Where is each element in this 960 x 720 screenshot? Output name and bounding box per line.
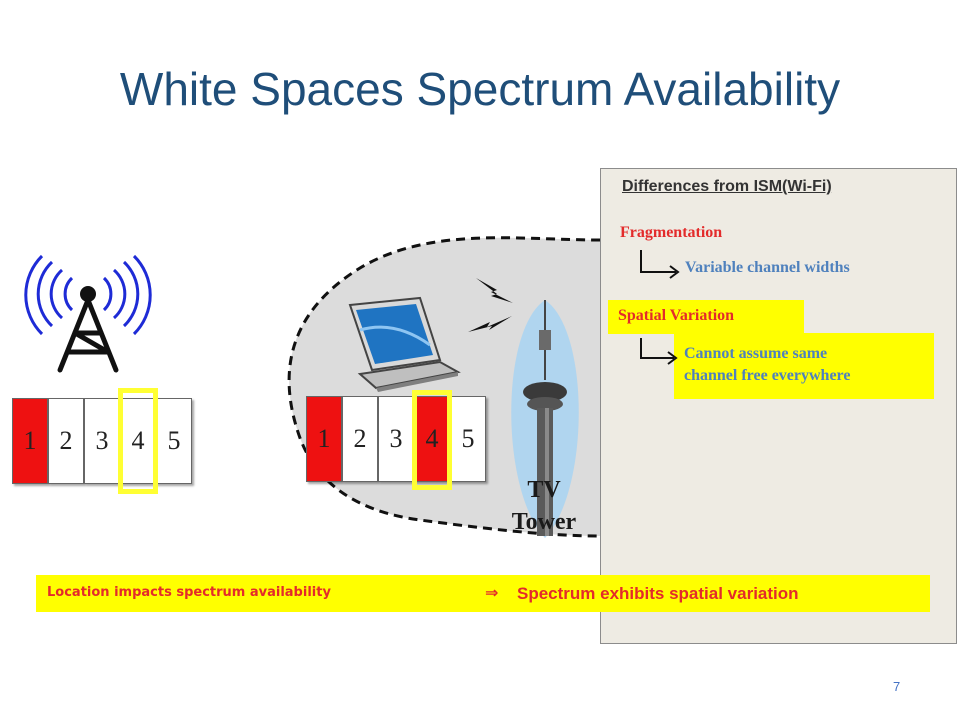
- channel-4-highlight: [118, 388, 158, 494]
- channel-4-highlight: [412, 390, 452, 490]
- slide-title: White Spaces Spectrum Availability: [119, 63, 841, 115]
- elbow-arrow-icon: [640, 338, 678, 365]
- channel-3: 3: [84, 398, 120, 484]
- channel-2: 2: [48, 398, 84, 484]
- variable-widths-label: Variable channel widths: [685, 259, 850, 276]
- panel-heading: Differences from ISM(Wi-Fi): [622, 178, 832, 195]
- tv-label-line2: Tower: [511, 509, 577, 535]
- channel-3: 3: [378, 396, 414, 482]
- coverage-boundary: [287, 236, 601, 538]
- laptop-icon: [348, 296, 461, 392]
- lightning-icon: [468, 278, 513, 332]
- tv-label-line1: TV: [527, 477, 561, 503]
- conclusion-bar: [36, 575, 930, 612]
- cannot-assume-line2: channel free everywhere: [684, 367, 851, 384]
- channel-1-occupied: 1: [306, 396, 342, 482]
- spatial-variation-label: Spatial Variation: [608, 300, 804, 334]
- spatial-variation-conclusion: Spectrum exhibits spatial variation: [517, 584, 799, 603]
- differences-panel: [600, 168, 957, 644]
- channel-1-occupied: 1: [12, 398, 48, 484]
- page-number: 7: [893, 679, 901, 694]
- channel-4: 4: [120, 398, 156, 484]
- channel-5: 5: [450, 396, 486, 482]
- location-impacts-text: Location impacts spectrum availability: [47, 585, 331, 600]
- channel-5: 5: [156, 398, 192, 484]
- cannot-assume-line1: Cannot assume same: [684, 345, 828, 362]
- antenna-tower-icon: [24, 254, 152, 373]
- channel-2: 2: [342, 396, 378, 482]
- implies-arrow-icon: ⇒: [485, 583, 499, 602]
- tv-tower-icon: [511, 300, 579, 538]
- fragmentation-label: Fragmentation: [620, 224, 723, 241]
- tv-tower-label: TV Tower: [498, 474, 590, 538]
- cannot-assume-box: Cannot assume same channel free everywhe…: [674, 333, 934, 399]
- elbow-arrow-icon: [640, 250, 680, 279]
